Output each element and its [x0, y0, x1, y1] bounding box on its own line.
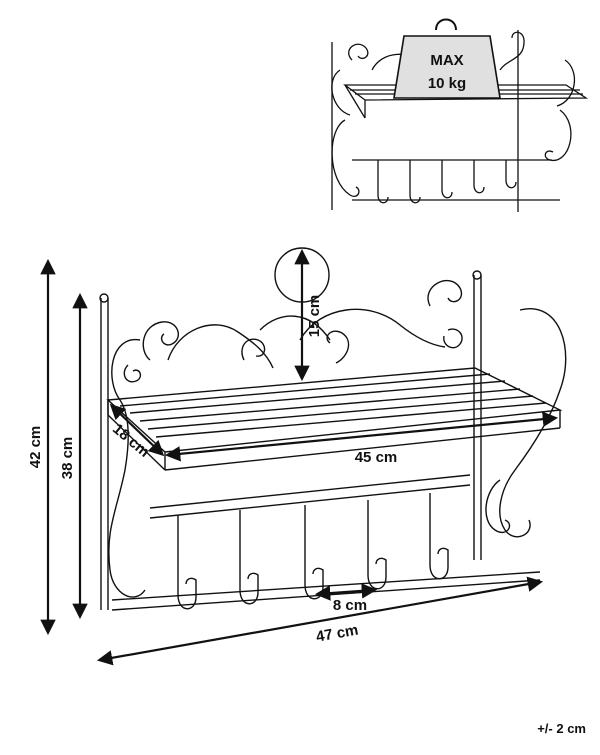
- depth-label: 18 cm: [109, 420, 153, 460]
- overall-width-label: 47 cm: [315, 622, 360, 646]
- shelf-width-label: 45 cm: [355, 449, 398, 466]
- shelf-width-arrow: [164, 411, 559, 462]
- depth-arrow: [109, 403, 165, 457]
- overall-width-arrow: [96, 576, 544, 666]
- crest-label: 15 cm: [306, 295, 323, 338]
- hook-spacing-label: 8 cm: [333, 597, 367, 614]
- height-rails-label: 38 cm: [59, 437, 76, 480]
- max-weight-label: 10 kg: [428, 75, 466, 92]
- max-label: MAX: [430, 52, 463, 69]
- height-total-label: 42 cm: [27, 426, 44, 469]
- max-load-illustration: [331, 18, 589, 212]
- dimension-lines: [40, 248, 559, 666]
- tolerance-note: +/- 2 cm: [537, 721, 586, 736]
- wall-shelf-drawing: [99, 247, 567, 611]
